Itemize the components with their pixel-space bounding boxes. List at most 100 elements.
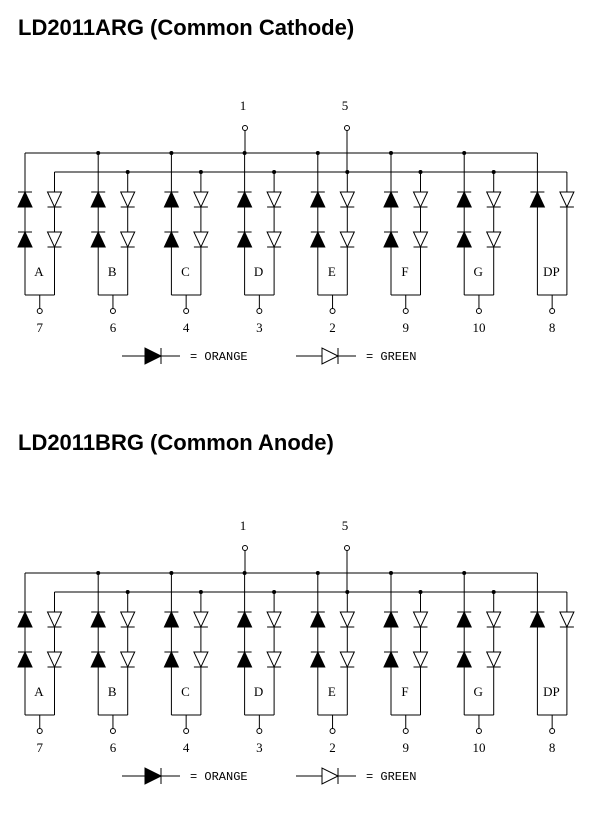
segment-f-pin-terminal <box>402 728 409 734</box>
segment-c-pin-number: 4 <box>183 320 190 335</box>
diode-triangle <box>412 651 429 669</box>
segment-dp-label: DP <box>543 264 560 279</box>
segment-a-green-led-1-icon <box>46 191 63 209</box>
common-pin-label-1: 1 <box>240 98 247 113</box>
diode-triangle <box>163 610 180 628</box>
segment-b-green-junction <box>125 170 130 174</box>
segment-c-green-junction <box>198 590 203 594</box>
segment-f-green-led-1-icon <box>412 611 429 629</box>
diode-triangle <box>46 231 63 249</box>
common-pin-terminal-5 <box>344 125 350 131</box>
diode-triangle <box>339 611 356 629</box>
segment-g-group: G 10 <box>456 151 502 335</box>
diode-triangle <box>339 191 356 209</box>
segment-a-orange-led-2-icon <box>17 230 33 248</box>
segment-f-orange-led-2-icon <box>383 230 399 248</box>
diode-triangle <box>236 230 253 248</box>
diode-triangle <box>90 230 106 248</box>
diode-triangle <box>383 230 399 248</box>
diode-triangle <box>193 231 209 249</box>
segment-e-green-led-2-icon <box>339 651 356 669</box>
segment-d-pin-number: 3 <box>256 740 263 755</box>
segment-c-orange-junction <box>169 151 174 155</box>
diode-triangle <box>144 767 163 785</box>
segment-f-orange-junction <box>389 571 393 575</box>
segment-dp-pin-terminal <box>549 308 556 314</box>
diode-triangle <box>339 231 356 249</box>
diode-triangle <box>310 190 326 208</box>
segment-c-orange-junction <box>169 571 174 575</box>
diode-triangle <box>266 191 282 209</box>
segment-a-green-led-2-icon <box>46 231 63 249</box>
diode-triangle <box>266 611 282 629</box>
segment-a-group: A7 <box>17 573 63 755</box>
segment-dp-label: DP <box>543 684 560 699</box>
segment-a-orange-led-1-icon <box>17 610 33 628</box>
segment-a-pin-number: 7 <box>37 320 44 335</box>
segment-e-orange-led-2-icon <box>310 650 326 668</box>
segment-g-pin-number: 10 <box>472 320 485 335</box>
diode-triangle <box>559 611 575 629</box>
diagram-title-common-anode: LD2011BRG (Common Anode) <box>18 430 334 455</box>
segment-b-green-led-1-icon <box>119 191 136 209</box>
diode-triangle <box>119 611 136 629</box>
legend-green-led-icon <box>321 347 340 365</box>
segment-g-pin-number: 10 <box>472 740 485 755</box>
diode-triangle <box>266 651 282 669</box>
segment-b-green-junction <box>125 590 130 594</box>
diode-triangle <box>383 650 399 668</box>
segment-g-pin-terminal <box>475 728 482 734</box>
diode-triangle <box>193 191 209 209</box>
segment-b-green-led-2-icon <box>119 651 136 669</box>
segment-g-green-led-2-icon <box>485 651 502 669</box>
segment-b-pin-terminal <box>109 728 116 734</box>
segment-b-label: B <box>108 264 117 279</box>
segment-a-pin-terminal <box>36 728 43 734</box>
segment-c-orange-led-2-icon <box>163 230 180 248</box>
common-pin-terminal-1 <box>242 545 248 551</box>
diode-triangle <box>90 650 106 668</box>
diode-triangle <box>46 651 63 669</box>
segment-f-green-junction <box>418 590 423 594</box>
segment-d-group: D3 <box>236 151 282 335</box>
diode-triangle <box>193 651 209 669</box>
diode-triangle <box>119 191 136 209</box>
segment-e-group: E2 <box>310 151 356 335</box>
segment-b-orange-led-2-icon <box>90 230 106 248</box>
segment-b-orange-junction <box>96 571 101 575</box>
segment-f-group: F9 <box>383 571 429 755</box>
segment-g-label: G <box>474 264 483 279</box>
segment-f-pin-terminal <box>402 308 409 314</box>
segment-d-orange-junction <box>242 151 247 155</box>
segment-e-orange-led-1-icon <box>310 190 326 208</box>
diode-triangle <box>310 230 326 248</box>
diode-triangle <box>383 610 399 628</box>
segment-g-orange-led-2-icon <box>456 230 472 248</box>
diode-triangle <box>17 230 33 248</box>
diode-triangle <box>90 610 106 628</box>
common-pin-terminal-5 <box>344 545 350 551</box>
segment-e-pin-terminal <box>329 308 336 314</box>
common-pin-terminal-1 <box>242 125 248 131</box>
diode-triangle <box>339 651 356 669</box>
segment-g-green-led-1-icon <box>485 191 502 209</box>
segment-a-group: A7 <box>17 153 63 335</box>
diode-triangle <box>485 611 502 629</box>
diode-triangle <box>412 611 429 629</box>
segment-e-orange-led-1-icon <box>310 610 326 628</box>
segment-dp-pin-terminal <box>549 728 556 734</box>
segment-dp-green-led-icon <box>559 191 575 209</box>
segment-e-label: E <box>328 264 336 279</box>
segment-d-pin-number: 3 <box>256 320 263 335</box>
segment-f-label: F <box>401 264 408 279</box>
segment-f-group: F9 <box>383 151 429 335</box>
segment-b-pin-number: 6 <box>110 320 117 335</box>
legend: = ORANGE= GREEN <box>122 767 416 785</box>
segment-f-orange-led-1-icon <box>383 190 399 208</box>
segment-d-green-led-2-icon <box>266 231 282 249</box>
segment-b-orange-junction <box>96 151 101 155</box>
segment-c-green-led-1-icon <box>193 611 209 629</box>
segment-g-green-led-2-icon <box>485 231 502 249</box>
